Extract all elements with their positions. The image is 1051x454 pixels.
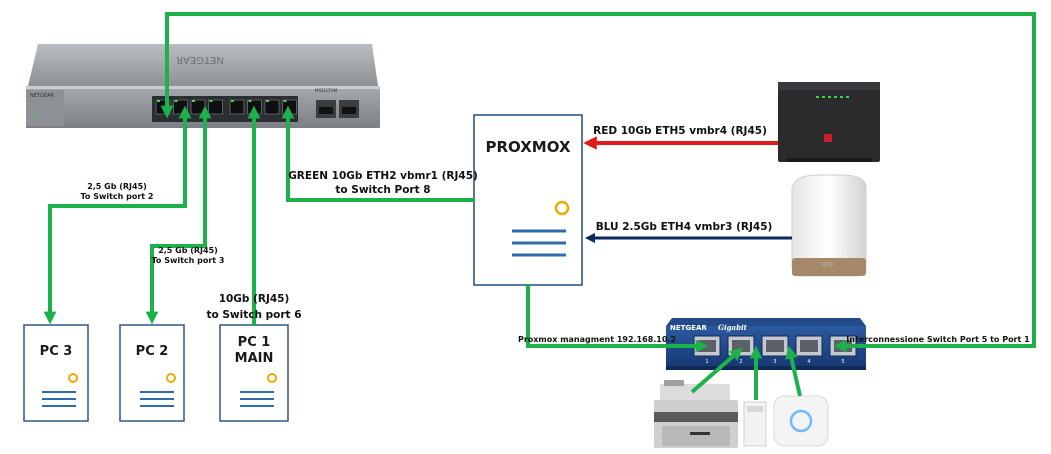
port-led [174, 100, 178, 102]
small-switch-port-number: 2 [739, 359, 742, 365]
server-lines-icon [42, 391, 76, 407]
interconnect-line [160, 12, 1036, 353]
proxmox-server[interactable]: PROXMOX [473, 114, 583, 286]
printer-icon [654, 380, 738, 448]
switch-port [208, 99, 223, 115]
proxmox-title: PROXMOX [485, 138, 570, 156]
port-socket [766, 340, 784, 352]
port-led [266, 100, 269, 102]
server-lines-icon [140, 391, 174, 407]
switch-port [173, 99, 188, 115]
pc1-subtitle: MAIN [235, 351, 274, 366]
pc1-title: PC 1 [238, 335, 271, 350]
pc3-box[interactable]: PC 3 [23, 324, 89, 422]
pc2-box[interactable]: PC 2 [119, 324, 185, 422]
server-lines-icon [240, 391, 274, 407]
switch-port [247, 99, 262, 115]
port-led [157, 100, 160, 102]
green-link-lines [43, 12, 1036, 400]
printer-line [690, 347, 743, 394]
mesh-brand: orbi [822, 261, 834, 268]
pc2-link-label-1: 2,5 Gb (RJ45) [158, 246, 218, 255]
small-switch-port-number: 4 [807, 359, 810, 365]
pc1-box[interactable]: PC 1 MAIN [219, 324, 289, 422]
switch-port [229, 99, 245, 115]
switch-port [190, 99, 206, 115]
management-label: Proxmox managment 192.168.10.2 [518, 335, 676, 344]
port-led [192, 100, 195, 102]
switch-port [282, 99, 297, 115]
small-device-icon [743, 401, 767, 447]
hub-line [785, 345, 802, 397]
small-switch-brand-italic: Gigabit [718, 323, 748, 332]
pc3-link-label-2: To Switch port 2 [81, 192, 154, 201]
small-switch-port-number: 1 [705, 359, 708, 365]
small-switch-port-number: 5 [841, 359, 844, 365]
blu-link-label: BLU 2.5Gb ETH4 vmbr3 (RJ45) [596, 221, 773, 233]
small-switch-brand: NETGEAR [670, 324, 707, 332]
green-link-label-2: to Switch Port 8 [335, 184, 430, 196]
green-link-label-1: GREEN 10Gb ETH2 vbmr1 (RJ45) [288, 170, 478, 182]
port-led [209, 100, 213, 102]
port-led [248, 100, 252, 102]
pc3-link-label-1: 2,5 Gb (RJ45) [87, 182, 147, 191]
mesh-access-point-icon: orbi [791, 174, 867, 277]
small-switch-port-number: 3 [773, 359, 776, 365]
pc3-title: PC 3 [40, 344, 73, 359]
switch-port [264, 99, 280, 115]
smart-hub-icon [773, 395, 829, 447]
pc2-title: PC 2 [136, 344, 169, 359]
port-led [283, 100, 287, 102]
pc2-line [145, 105, 212, 325]
status-circle-icon [166, 373, 176, 383]
router-icon [778, 82, 880, 162]
svg-text:NETGEAR: NETGEAR [30, 93, 54, 99]
port-led [231, 100, 234, 102]
pc2-link-label-2: To Switch port 3 [152, 256, 225, 265]
management-line [526, 285, 709, 353]
switch-model: MS510TXM [315, 88, 338, 93]
interconnect-label: Interconnessione Switch Port 5 to Port 1 [846, 335, 1030, 344]
pc1-link-label-2: to Switch port 6 [206, 309, 301, 321]
pc3-line [43, 105, 192, 325]
proxmox-green-line [281, 105, 474, 202]
status-circle-icon [267, 373, 277, 383]
pc1-link-label-1: 10Gb (RJ45) [219, 293, 290, 305]
port-socket [732, 340, 750, 352]
status-circle-icon [68, 373, 78, 383]
svg-text:NETGEAR: NETGEAR [176, 54, 224, 65]
red-link-label: RED 10Gb ETH5 vmbr4 (RJ45) [593, 125, 767, 137]
port-socket [800, 340, 818, 352]
